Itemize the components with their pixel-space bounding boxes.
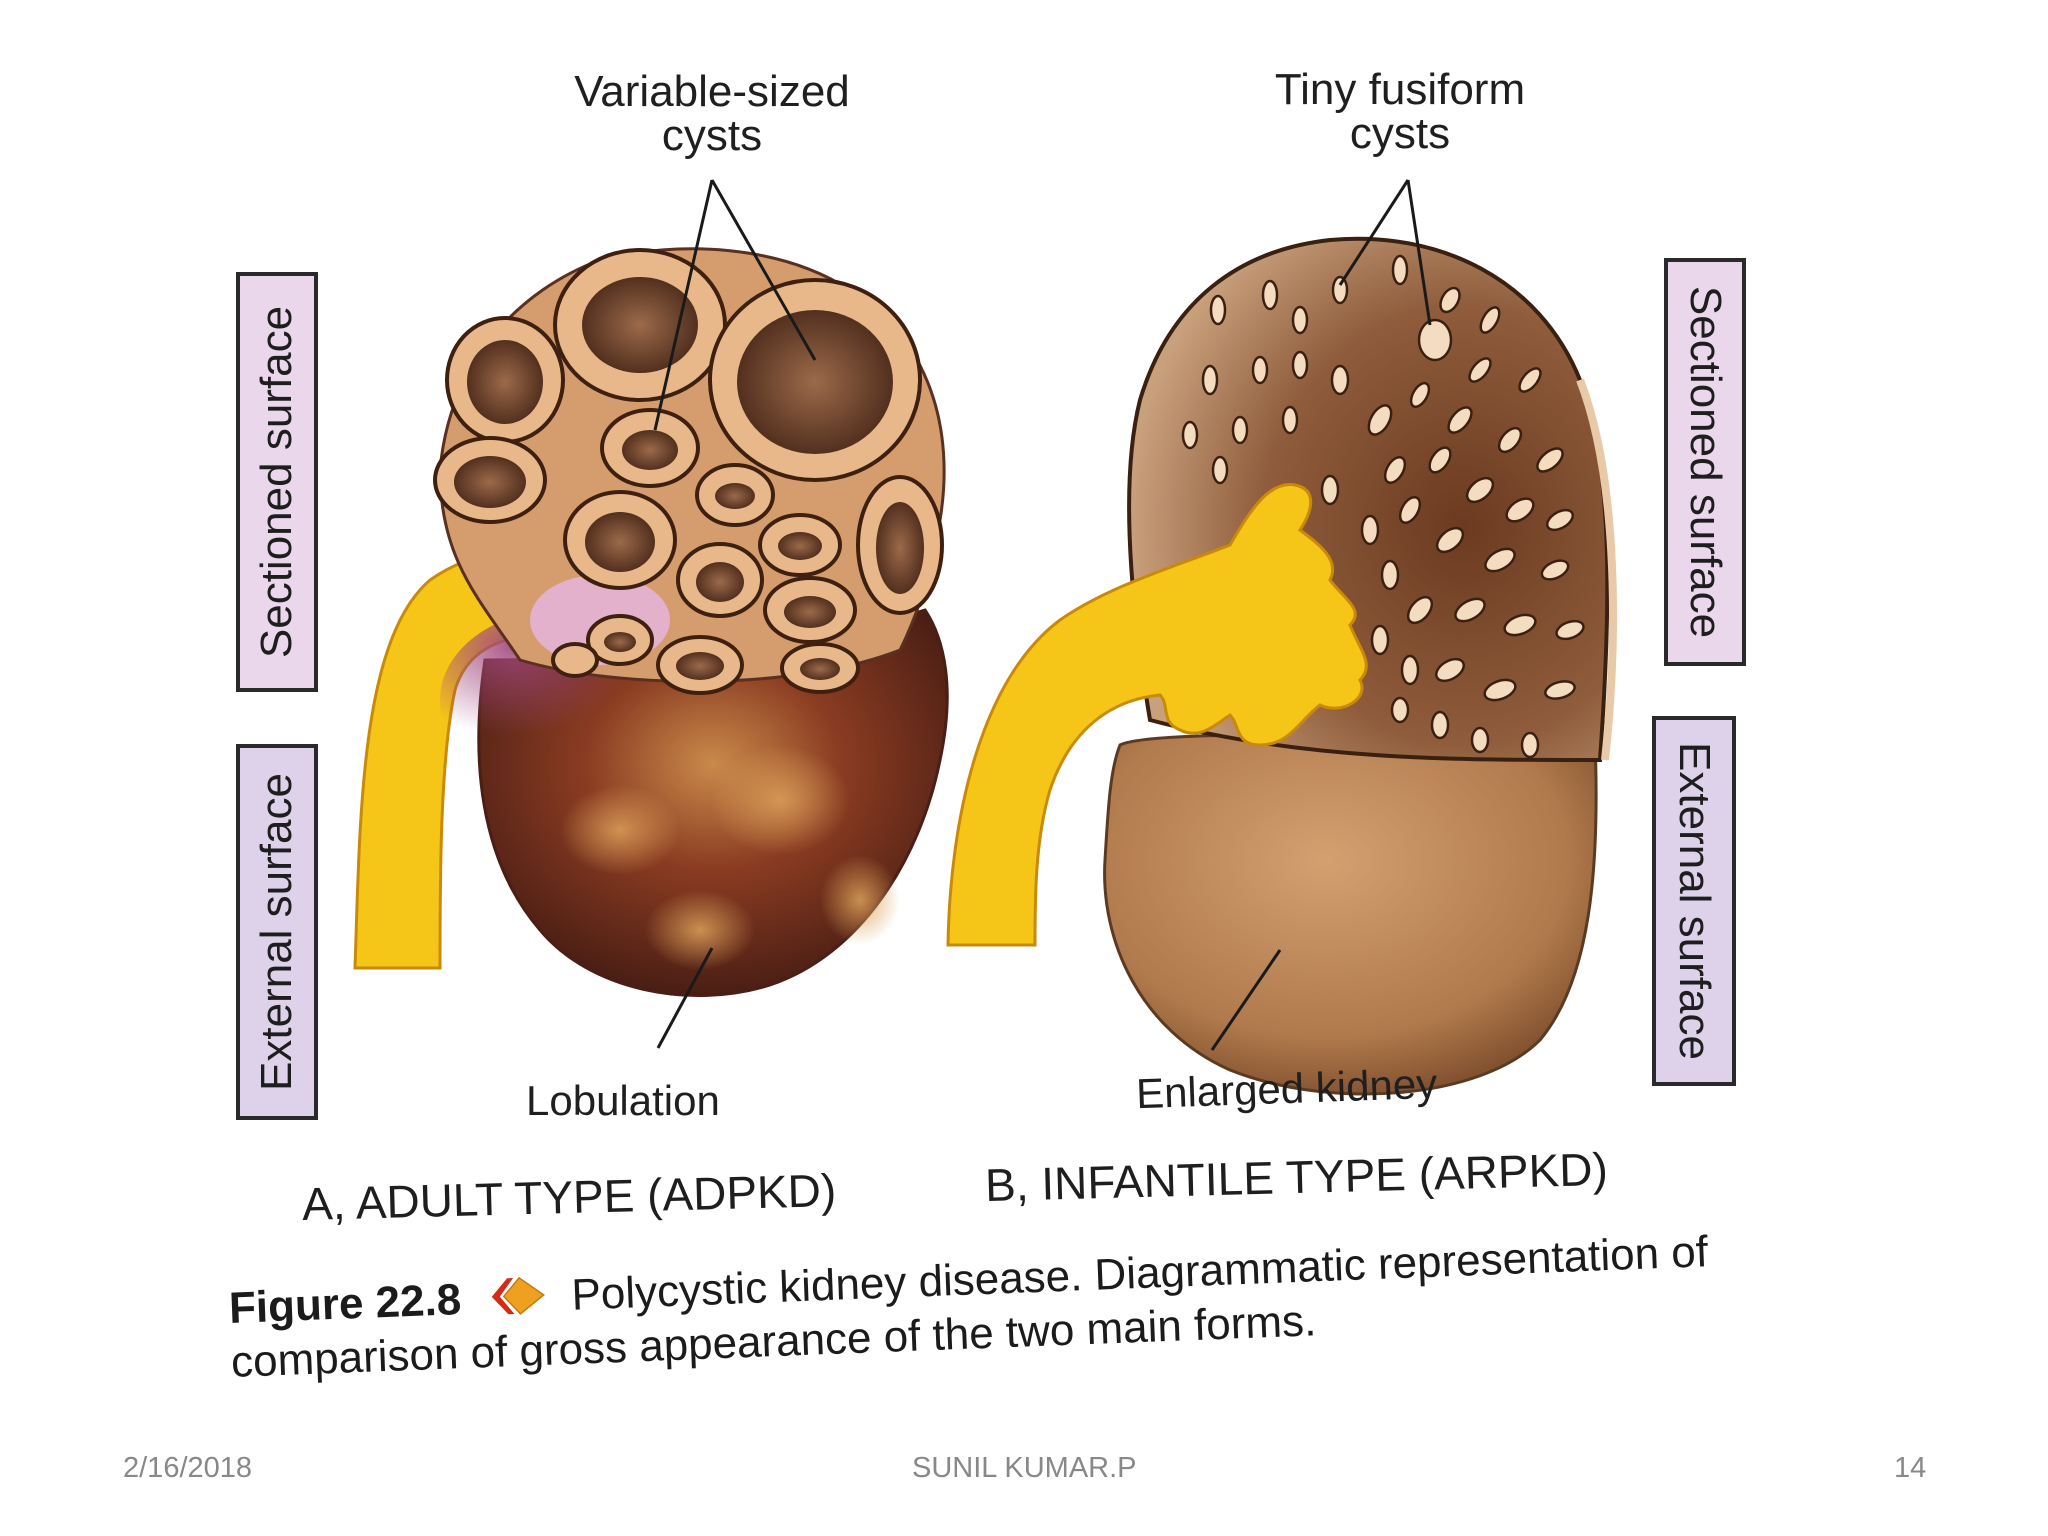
- right-sectioned-surface-label: Sectioned surface: [1681, 285, 1730, 639]
- infantile-kidney: [946, 179, 1617, 1096]
- left-sectioned-surface-label: Sectioned surface: [252, 305, 301, 659]
- left-external-surface-box: External surface: [236, 744, 318, 1120]
- leader-tiny-cysts-1: [1338, 179, 1410, 286]
- right-sectioned-surface-box: Sectioned surface: [1664, 258, 1746, 666]
- adult-cysts: [433, 248, 944, 695]
- footer-page-number: 14: [1894, 1452, 1927, 1484]
- leader-variable-cysts-1: [653, 179, 714, 431]
- adult-kidney: [353, 179, 949, 1049]
- leader-tiny-cysts-2: [1406, 179, 1432, 326]
- leader-enlarged-kidney: [1210, 949, 1282, 1051]
- label-enlarged-kidney: Enlarged kidney: [1135, 1059, 1438, 1118]
- infantile-ureter: [946, 482, 1368, 947]
- infantile-external-surface: [1103, 733, 1598, 1096]
- label-lobulation: Lobulation: [526, 1077, 720, 1124]
- figure-number: Figure 22.8: [228, 1275, 463, 1333]
- left-sectioned-surface-box: Sectioned surface: [236, 272, 318, 692]
- label-tiny-fusiform-cysts: Tiny fusiform cysts: [1274, 65, 1526, 158]
- right-external-surface-box: External surface: [1652, 716, 1736, 1086]
- label-variable-sized-cysts: Variable-sized cysts: [574, 67, 850, 160]
- footer-author: SUNIL KUMAR.P: [912, 1452, 1137, 1484]
- leader-variable-cysts-2: [710, 179, 817, 361]
- footer-date: 2/16/2018: [123, 1452, 253, 1484]
- leader-lobulation: [656, 947, 714, 1049]
- right-external-surface-label: External surface: [1670, 742, 1719, 1060]
- diamond-bullet-icon: [491, 1276, 545, 1315]
- infantile-cysts: [1181, 254, 1585, 759]
- figure-caption: Figure 22.8 Polycystic kidney disease. D…: [228, 1224, 1751, 1390]
- left-external-surface-label: External surface: [252, 773, 301, 1091]
